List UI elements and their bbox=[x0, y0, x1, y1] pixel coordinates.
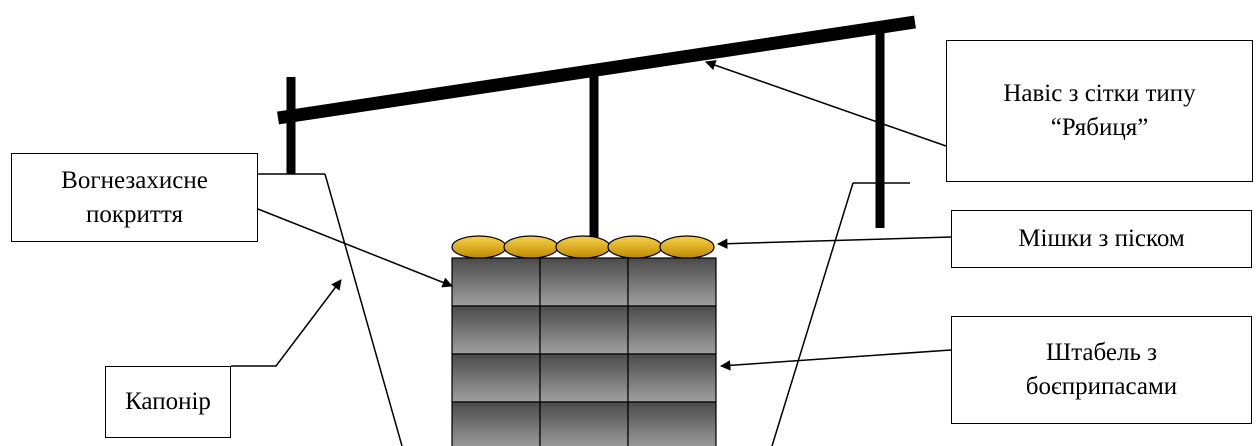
ammo-brick bbox=[451, 305, 541, 355]
ammunition-stack bbox=[451, 257, 717, 446]
label-sandbags: Мішки з піском bbox=[951, 210, 1252, 268]
label-ammunition-stack: Штабель з боєприпасами bbox=[951, 316, 1252, 424]
canopy-beam bbox=[277, 15, 916, 125]
caponier-walls bbox=[258, 173, 910, 446]
label-canopy: Навіс з сітки типу “Рябиця” bbox=[946, 40, 1253, 182]
leader-lines bbox=[231, 60, 952, 371]
caponier-wall-right bbox=[771, 182, 854, 446]
label-fireproof-coating: Вогнезахисне покриття bbox=[11, 153, 258, 242]
ammo-brick bbox=[539, 353, 629, 403]
sandbag bbox=[607, 235, 663, 259]
leader-caponier bbox=[231, 279, 342, 367]
ammo-brick bbox=[627, 257, 717, 307]
ammo-brick bbox=[627, 401, 717, 446]
label-caponier: Капонір bbox=[105, 366, 231, 438]
sandbag bbox=[555, 235, 611, 259]
sandbags bbox=[451, 235, 715, 259]
ammo-brick bbox=[539, 305, 629, 355]
ammo-brick bbox=[539, 257, 629, 307]
ammo-brick bbox=[451, 353, 541, 403]
ammo-brick bbox=[539, 401, 629, 446]
sandbag bbox=[451, 235, 507, 259]
sandbag bbox=[659, 235, 715, 259]
leader-canopy bbox=[705, 60, 947, 147]
sandbag bbox=[503, 235, 559, 259]
leader-sandbags bbox=[716, 236, 952, 249]
ammo-brick bbox=[451, 401, 541, 446]
leader-fireproof bbox=[257, 208, 453, 288]
caponier-wall-left bbox=[324, 173, 403, 446]
ammo-brick bbox=[627, 353, 717, 403]
ammo-brick bbox=[451, 257, 541, 307]
ammo-brick bbox=[627, 305, 717, 355]
canopy-structure bbox=[277, 15, 916, 242]
leader-stack bbox=[719, 349, 952, 371]
